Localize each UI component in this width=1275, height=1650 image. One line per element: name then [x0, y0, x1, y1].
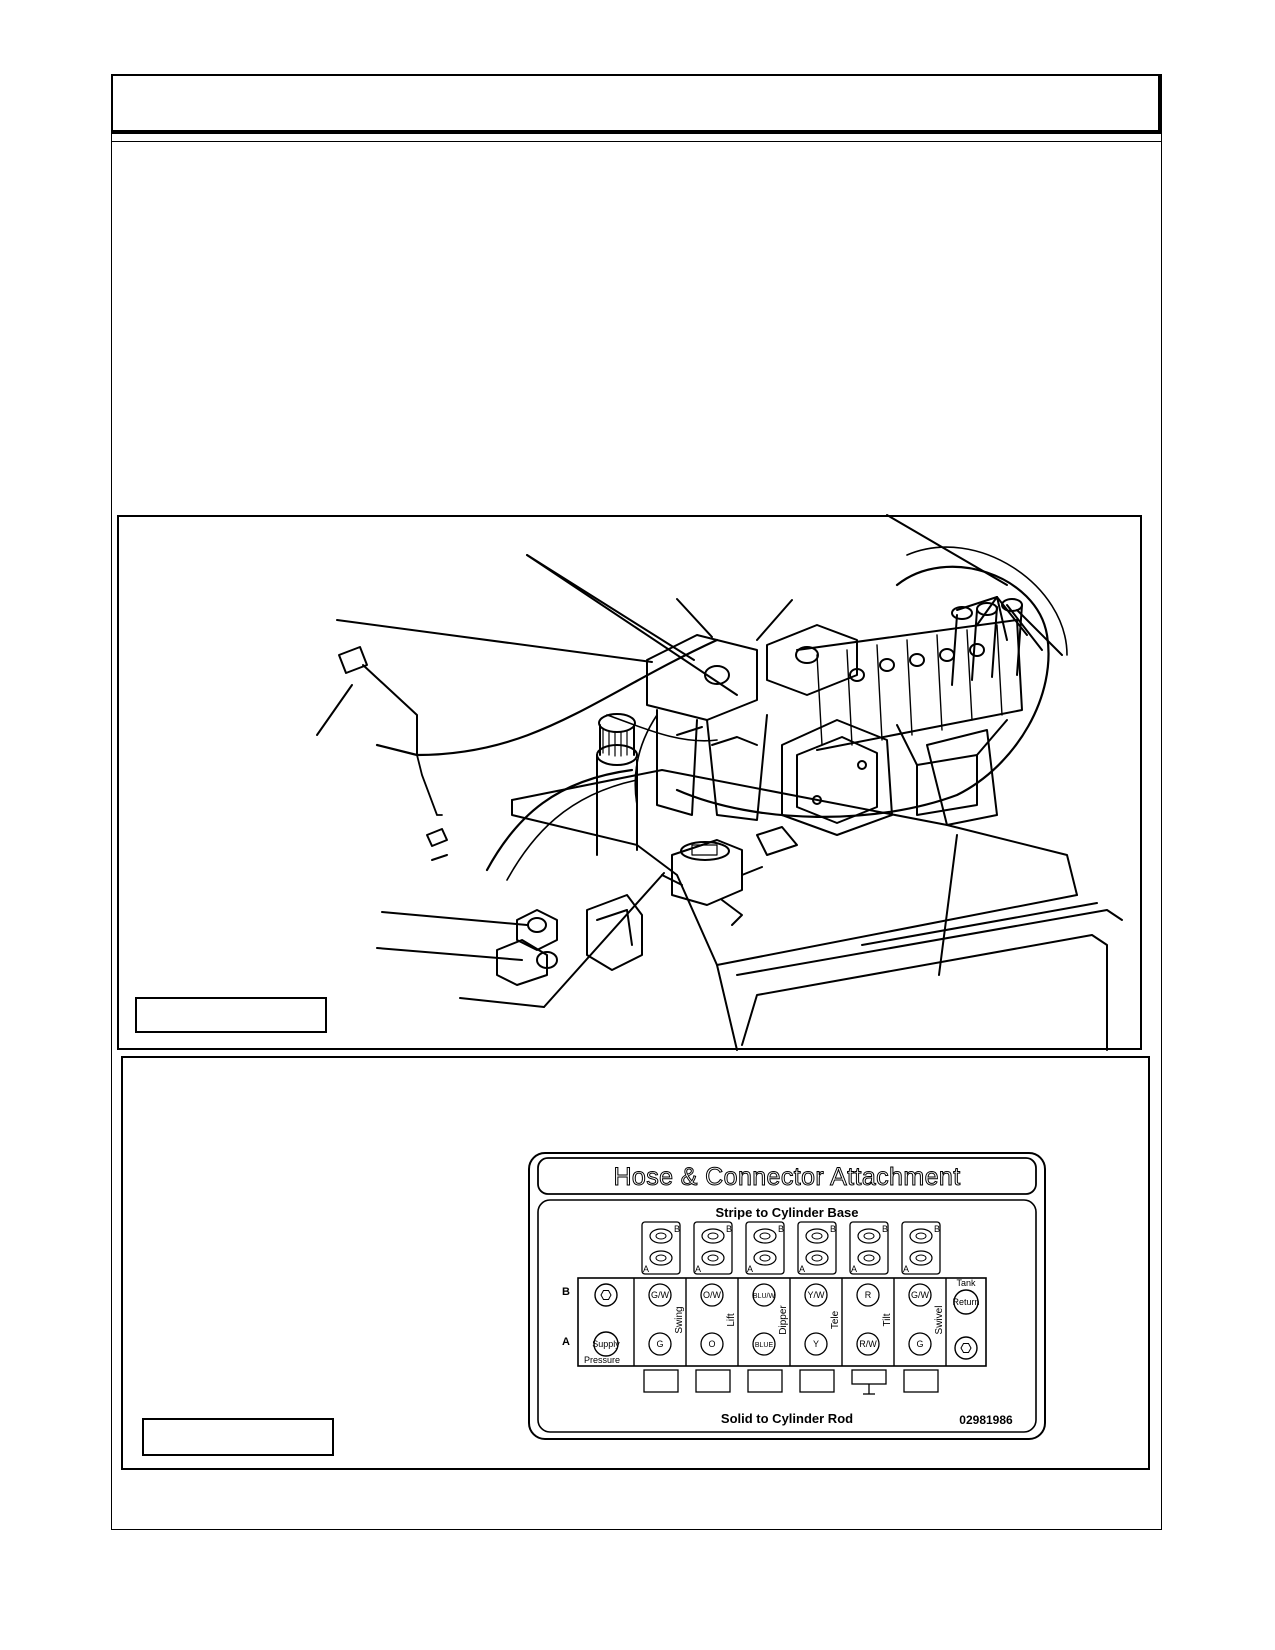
fitting-label-a: A: [799, 1264, 805, 1274]
section-name: Tilt: [882, 1313, 893, 1326]
fitting-label-b: B: [778, 1224, 784, 1234]
valve-assembly-illustration: [316, 514, 1123, 1051]
section-name: Dipper: [778, 1305, 789, 1335]
fitting-label-b: B: [882, 1224, 888, 1234]
page-header-box: [111, 74, 1162, 134]
supply-port-label: Supply: [592, 1339, 620, 1349]
fitting-label-b: B: [726, 1224, 732, 1234]
fitting-label-a: A: [695, 1264, 701, 1274]
return-port-label: Return: [952, 1297, 979, 1307]
port-b-label: Y/W: [808, 1290, 826, 1300]
valve-section-swing: B A G/W G Swing: [641, 1221, 685, 1393]
figure-2-frame: [121, 1056, 1150, 1470]
tank-label: Tank: [956, 1278, 976, 1288]
valve-section-tilt: B A R R/W Tilt: [849, 1221, 893, 1395]
fitting-label-a: A: [903, 1264, 909, 1274]
figure-2-label-box: [142, 1418, 334, 1456]
fitting-label-b: B: [674, 1224, 680, 1234]
fitting-label-a: A: [851, 1264, 857, 1274]
fitting-label-a: A: [643, 1264, 649, 1274]
port-a-label: G: [656, 1339, 663, 1349]
port-a-label: BLUE: [755, 1342, 774, 1349]
valve-section-dipper: B A BLU/W BLUE Dipper: [745, 1221, 789, 1393]
fitting-label-b: B: [934, 1224, 940, 1234]
figure-1-label-box: [135, 997, 327, 1033]
section-name: Swivel: [934, 1306, 945, 1335]
section-name: Swing: [674, 1306, 685, 1333]
decal-title: Hose & Connector Attachment: [613, 1163, 960, 1191]
port-b-label: BLU/W: [753, 1293, 776, 1300]
hose-connector-decal: Hose & Connector Attachment Stripe to Cy…: [528, 1152, 1046, 1440]
port-b-label: R: [865, 1290, 872, 1300]
fitting-label-a: A: [747, 1264, 753, 1274]
decal-top-caption: Stripe to Cylinder Base: [715, 1205, 858, 1220]
section-name: Tele: [830, 1310, 841, 1329]
figure-1-frame: [117, 515, 1142, 1050]
header-divider: [111, 141, 1162, 142]
valve-section-lift: B A O/W O Lift: [693, 1221, 737, 1393]
valve-section-tele: B A Y/W Y Tele: [797, 1221, 841, 1393]
row-label-b: B: [562, 1286, 570, 1298]
port-a-label: Y: [813, 1339, 819, 1349]
port-b-label: G/W: [911, 1290, 930, 1300]
port-a-label: O: [708, 1339, 715, 1349]
decal-bottom-caption: Solid to Cylinder Rod: [721, 1411, 853, 1426]
port-b-label: O/W: [703, 1290, 722, 1300]
port-a-label: G: [916, 1339, 923, 1349]
port-a-label: R/W: [859, 1339, 877, 1349]
section-name: Lift: [726, 1313, 737, 1327]
decal-part-number: 02981986: [959, 1413, 1013, 1427]
port-b-label: G/W: [651, 1290, 670, 1300]
fitting-label-b: B: [830, 1224, 836, 1234]
row-label-a: A: [562, 1336, 570, 1348]
valve-section-swivel: B A G/W G Swivel: [901, 1221, 945, 1393]
pressure-label: Pressure: [584, 1355, 620, 1365]
